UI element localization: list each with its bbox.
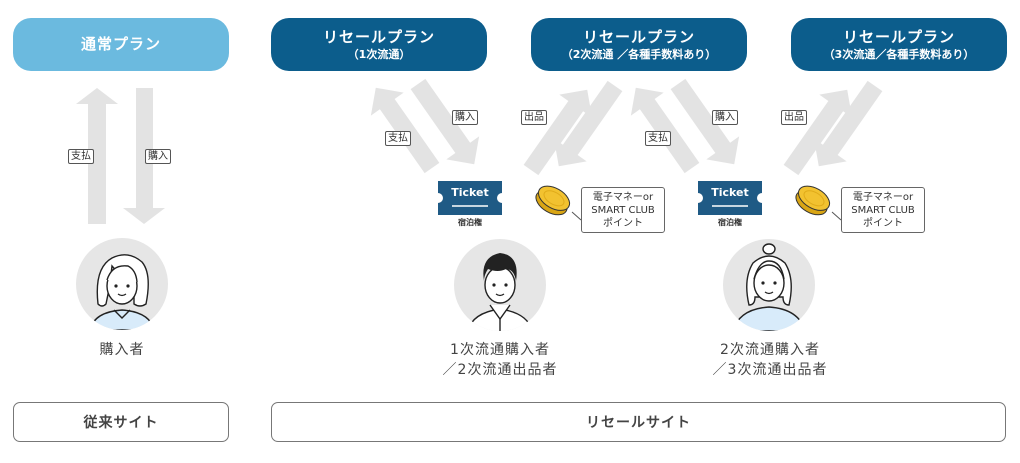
- arrow-return-icon: [553, 80, 623, 167]
- payment-method-box: 電子マネーor SMART CLUB ポイント: [581, 187, 665, 233]
- tag-pay: 支払: [645, 131, 671, 146]
- arrow-down-icon: [123, 88, 165, 224]
- tag-purchase: 購入: [712, 110, 738, 125]
- tag-purchase: 購入: [145, 149, 171, 164]
- plan-normal: 通常プラン: [13, 18, 229, 71]
- site-resale: リセールサイト: [271, 402, 1006, 442]
- tag-purchase: 購入: [452, 110, 478, 125]
- coin-icon: [535, 185, 582, 221]
- ticket-caption: 宿泊権: [458, 218, 482, 227]
- tag-pay: 支払: [68, 149, 94, 164]
- tag-sell: 出品: [781, 110, 807, 125]
- plan-title: リセールプラン: [582, 27, 695, 46]
- arrow-sell-icon: [523, 89, 593, 176]
- site-legacy-label: 従来サイト: [83, 415, 159, 431]
- ticket-icon: [698, 181, 762, 215]
- plan-resale-secondary: リセールプラン （2次流通 ／各種手数料あり）: [531, 18, 747, 71]
- plan-title: リセールプラン: [842, 27, 955, 46]
- person-label-primary-buyer: 1次流通購入者 ／2次流通出品者: [420, 340, 580, 380]
- tag-sell: 出品: [521, 110, 547, 125]
- person-label-purchaser: 購入者: [62, 340, 182, 360]
- plan-resale-tertiary: リセールプラン （3次流通／各種手数料あり）: [791, 18, 1007, 71]
- ticket-icon: [438, 181, 502, 215]
- plan-title: リセールプラン: [322, 27, 435, 46]
- person-label-secondary-buyer: 2次流通購入者 ／3次流通出品者: [690, 340, 850, 380]
- payment-line2: SMART CLUB: [851, 204, 915, 216]
- plan-subtitle: （2次流通 ／各種手数料あり）: [561, 47, 717, 61]
- arrow-up-icon: [76, 88, 118, 224]
- tag-pay: 支払: [385, 131, 411, 146]
- person-label-line1: 1次流通購入者: [450, 342, 550, 358]
- payment-line2: SMART CLUB: [591, 204, 655, 216]
- person-label-line2: ／3次流通出品者: [712, 362, 828, 378]
- ticket-caption: 宿泊権: [718, 218, 742, 227]
- arrow-return-icon: [813, 80, 883, 167]
- person-label-line1: 購入者: [99, 342, 145, 358]
- arrow-pay-icon: [630, 87, 700, 174]
- plan-subtitle: （1次流通）: [347, 47, 411, 61]
- avatar-woman-ponytail-icon: [723, 239, 815, 331]
- plan-subtitle: （3次流通／各種手数料あり）: [823, 47, 975, 61]
- person-label-line1: 2次流通購入者: [720, 342, 820, 358]
- avatar-woman-icon: [76, 238, 168, 330]
- arrow-pay-icon: [370, 87, 440, 174]
- coin-icon: [795, 185, 842, 221]
- payment-line1: 電子マネーor: [852, 191, 914, 203]
- avatar-man-icon: [454, 239, 546, 331]
- ticket-label: Ticket: [711, 186, 749, 199]
- person-label-line2: ／2次流通出品者: [442, 362, 558, 378]
- payment-line3: ポイント: [863, 217, 903, 229]
- site-legacy: 従来サイト: [13, 402, 229, 442]
- payment-method-box: 電子マネーor SMART CLUB ポイント: [841, 187, 925, 233]
- arrow-purchase-icon: [670, 78, 740, 165]
- payment-line3: ポイント: [603, 217, 643, 229]
- arrow-sell-icon: [783, 89, 853, 176]
- payment-line1: 電子マネーor: [592, 191, 654, 203]
- site-resale-label: リセールサイト: [586, 415, 691, 431]
- plan-normal-title: 通常プラン: [80, 35, 161, 53]
- plan-resale-primary: リセールプラン （1次流通）: [271, 18, 487, 71]
- arrow-purchase-icon: [410, 78, 480, 165]
- ticket-label: Ticket: [451, 186, 489, 199]
